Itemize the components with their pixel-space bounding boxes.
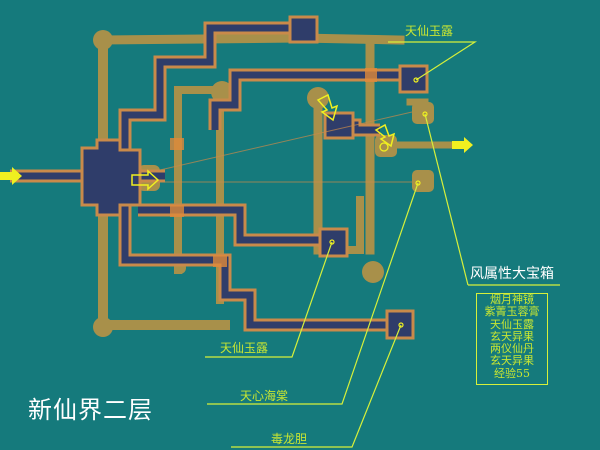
entrance-arrow-icon (0, 167, 22, 185)
crossing-highlights (170, 68, 377, 267)
chest-item: 天仙玉露 (490, 317, 534, 331)
chest-item: 紫菁玉蓉膏 (484, 305, 540, 319)
label-tianxian-yulu-top: 天仙玉露 (405, 24, 454, 38)
chest-item: 烟月神镜 (490, 293, 534, 306)
dark-corridors (10, 21, 410, 332)
chest-item: 经验55 (494, 366, 530, 380)
label-tianxin-haitang: 天心海棠 (240, 389, 289, 403)
callout-lines (205, 41, 560, 448)
direction-arrows (131, 93, 396, 191)
rooms (80, 15, 429, 340)
chest-item: 玄天异果 (490, 329, 534, 343)
chest-item: 两仪仙丹 (490, 342, 534, 356)
chest-title: 风属性大宝箱 (470, 266, 554, 282)
chest-item: 玄天异果 (490, 354, 534, 368)
callout-dots (329, 77, 428, 328)
label-dulong-dan: 毒龙胆 (271, 432, 308, 446)
guide-lines (159, 111, 413, 183)
save-point-icon (379, 142, 389, 152)
label-tianxian-yulu-bottom: 天仙玉露 (220, 341, 269, 355)
exit-arrow-icon (452, 137, 473, 153)
map-title: 新仙界二层 (28, 396, 153, 424)
chest-contents-box: 烟月神镜 紫菁玉蓉膏 天仙玉露 玄天异果 两仪仙丹 玄天异果 经验55 (476, 293, 548, 385)
